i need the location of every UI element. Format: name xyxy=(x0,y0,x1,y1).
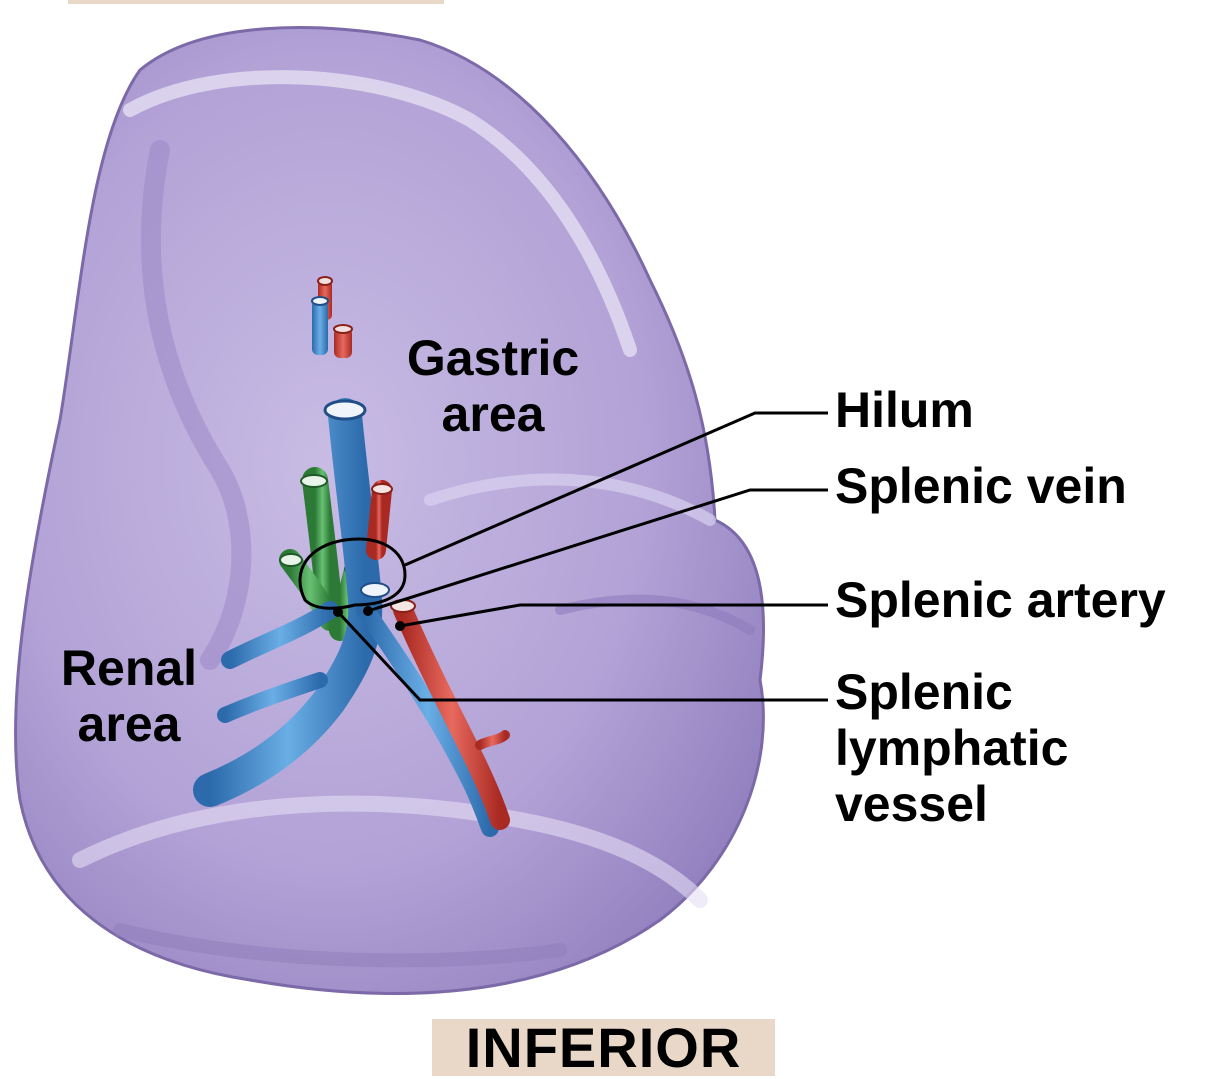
splenic-vein-dot xyxy=(363,606,373,616)
splenic-artery-label: Splenic artery xyxy=(835,572,1166,628)
renal-area-line-1: Renal xyxy=(44,640,214,696)
hilum-label: Hilum xyxy=(835,382,974,438)
view-caption: INFERIOR xyxy=(432,1019,775,1076)
renal-area-line-2: area xyxy=(44,696,214,752)
splenic-lymphatic-line-3: vessel xyxy=(835,776,1068,832)
gastric-area-line-1: Gastric xyxy=(386,330,600,386)
splenic-lymphatic-dot xyxy=(333,607,343,617)
renal-area-label: Renal area xyxy=(44,640,214,752)
gastric-area-label: Gastric area xyxy=(386,330,600,442)
splenic-vein-label: Splenic vein xyxy=(835,458,1127,514)
splenic-lymphatic-label: Splenic lymphatic vessel xyxy=(835,664,1068,832)
splenic-lymphatic-line-2: lymphatic xyxy=(835,720,1068,776)
gastric-area-line-2: area xyxy=(386,386,600,442)
view-caption-box: INFERIOR xyxy=(432,1019,775,1076)
splenic-artery-dot xyxy=(395,621,405,631)
splenic-lymphatic-line-1: Splenic xyxy=(835,664,1068,720)
